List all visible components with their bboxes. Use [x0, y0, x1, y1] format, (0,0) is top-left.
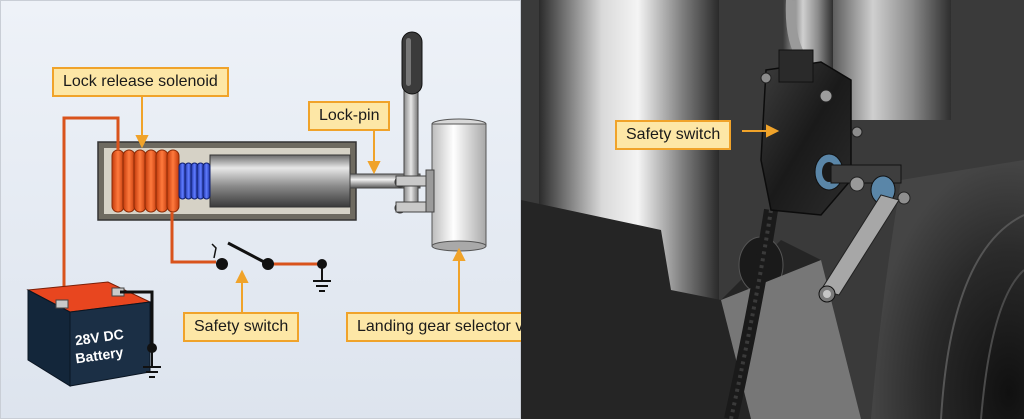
callout-safety-switch-photo: Safety switch	[615, 120, 732, 150]
battery-label-line1: 28V DC	[74, 326, 125, 349]
callout-safety-switch: Safety switch	[183, 312, 300, 342]
callout-lock-pin: Lock-pin	[308, 101, 391, 131]
schematic-drawing: 28V DC Battery	[0, 0, 521, 419]
spring-coils	[178, 162, 211, 200]
battery	[26, 281, 152, 387]
photo-leader-line	[742, 124, 780, 138]
leader-lines	[135, 97, 466, 312]
battery-label-line2: Battery	[74, 344, 124, 367]
callout-lock-release-solenoid: Lock release solenoid	[52, 67, 229, 97]
schematic-panel: 28V DC Battery Lock release solenoid Loc…	[0, 0, 564, 419]
solenoid-coils	[111, 149, 180, 213]
safety-switch-illustration	[521, 0, 1024, 419]
photo-panel: Safety switch	[521, 0, 1024, 419]
